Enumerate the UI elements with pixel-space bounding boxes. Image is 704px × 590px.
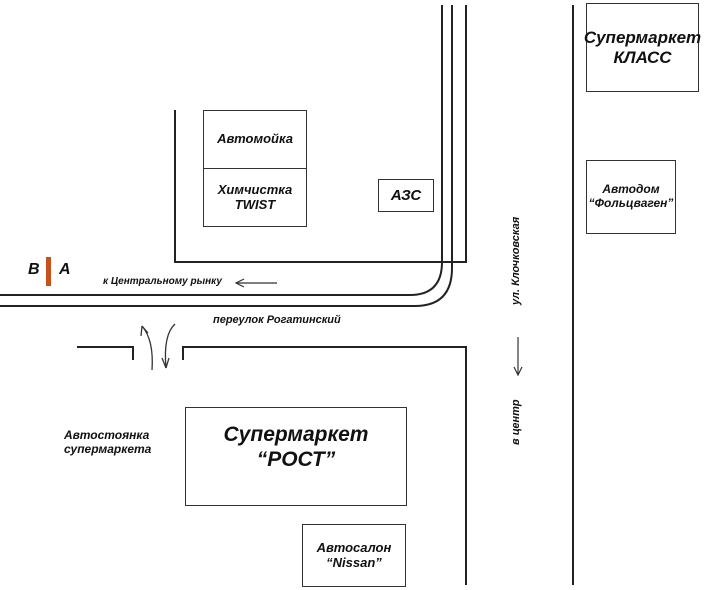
autodom-label-2: “Фольцваген” — [588, 196, 674, 210]
marker-label-b: В — [28, 261, 40, 278]
block-south-right — [182, 346, 467, 585]
supermarket-rost-label-1: Супермаркет — [223, 423, 369, 447]
supermarket-klass-label-1: Супермаркет — [583, 27, 702, 47]
building-gas-station[interactable]: АЗС — [378, 179, 434, 212]
building-autodom[interactable]: Автодом “Фольцваген” — [586, 160, 676, 234]
building-supermarket-rost[interactable]: Супермаркет “РОСТ” — [185, 407, 407, 506]
to-center-label: в центр — [510, 399, 522, 445]
autosalon-label-2: “Nissan” — [326, 554, 382, 570]
street-name-label: ул. Клочковская — [510, 216, 522, 305]
autodom-label-1: Автодом — [602, 182, 660, 197]
gas-station-label: АЗС — [390, 186, 422, 204]
arrow-to-center-head — [513, 366, 523, 377]
stop-marker-bar — [46, 257, 51, 286]
block-south-left — [77, 346, 134, 360]
dry-cleaning-label-1: Химчистка — [217, 181, 293, 197]
parking-label-1: Автостоянка — [64, 428, 150, 442]
parking-label: Автостоянка супермаркета — [64, 428, 152, 457]
parking-label-2: супермаркета — [64, 441, 152, 456]
building-autosalon-nissan[interactable]: Автосалон “Nissan” — [302, 524, 406, 587]
autosalon-label-1: Автосалон — [316, 539, 392, 555]
marker-label-a: А — [59, 261, 71, 278]
road-line-outer — [0, 5, 453, 307]
road-line-inner — [0, 5, 443, 296]
building-dry-cleaning[interactable]: Химчистка TWIST — [203, 168, 307, 227]
dry-cleaning-label-2: TWIST — [234, 196, 276, 212]
supermarket-rost-label-2: “РОСТ” — [256, 447, 336, 471]
entrance-arrow-in — [164, 323, 176, 369]
arrow-to-market-head — [234, 278, 245, 288]
building-car-wash[interactable]: Автомойка — [203, 110, 307, 169]
building-supermarket-klass[interactable]: Супермаркет КЛАСС — [583, 3, 702, 92]
block-nw-outline — [174, 5, 467, 263]
lane-name-label: переулок Рогатинский — [213, 314, 341, 326]
car-wash-label: Автомойка — [217, 131, 293, 147]
to-central-market-label: к Центральному рынку — [103, 276, 222, 287]
supermarket-klass-label-2: КЛАСС — [613, 47, 672, 67]
